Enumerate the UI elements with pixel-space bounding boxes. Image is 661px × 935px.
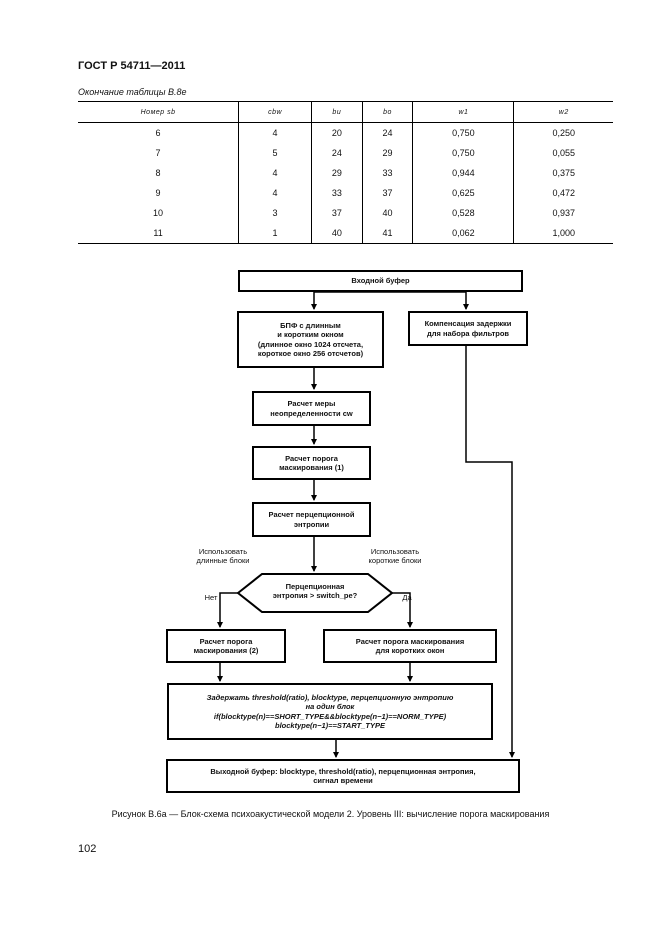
output-buffer-box: Выходной буфер: blocktype, threshold(rat… [166,759,520,793]
fft-box: БПФ с длинным и коротким окном (длинное … [237,311,384,368]
table-cell: 4 [238,163,312,183]
threshold1-label: Расчет порога маскирования (1) [279,453,344,472]
yes-label: Да [402,593,412,602]
table-cell: 29 [361,143,413,163]
table-cell: 5 [238,143,312,163]
use-long-blocks-label: Использовать длинные блоки [196,547,250,566]
table-cell: 0,375 [513,163,613,183]
table-row: 11 1 40 41 0,062 1,000 [78,223,613,244]
threshold1-box: Расчет порога маскирования (1) [252,446,371,480]
input-buffer-label: Входной буфер [351,276,410,286]
unpredictability-box: Расчет меры неопределенности cw [252,391,371,426]
decision-label: Перцепционная энтропия > switch_pe? [272,582,358,601]
table-row: 7 5 24 29 0,750 0,055 [78,143,613,163]
table-cell: 11 [78,223,239,244]
table-cell: 0,937 [513,203,613,223]
table-cell: 0,528 [412,203,514,223]
table-cell: 0,250 [513,122,613,143]
table-header-row: Номер sb cbw bu bo w1 w2 [78,101,613,123]
table-cell: 3 [238,203,312,223]
threshold-short-box: Расчет порога маскирования для коротких … [323,629,497,663]
column-header: cbw [238,101,312,123]
table-cell: 0,472 [513,183,613,203]
table-cell: 40 [361,203,413,223]
table-row: 9 4 33 37 0,625 0,472 [78,183,613,203]
perceptual-entropy-label: Расчет перцепционной энтропии [268,510,355,529]
table-cell: 10 [153,208,164,218]
fft-label: БПФ с длинным и коротким окном (длинное … [257,320,364,358]
table-cell: 0,625 [412,183,514,203]
unpredictability-label: Расчет меры неопределенности cw [270,399,353,418]
arrow-delay-comp-to-output [465,346,515,758]
table-cell: 0,944 [412,163,514,183]
output-buffer-label: Выходной буфер: blocktype, threshold(rat… [210,766,476,785]
arrow-input-to-delay [314,291,469,310]
table-cell: 0,062 [412,223,514,244]
column-header: Номер sb [78,101,239,123]
threshold-short-label: Расчет порога маскирования для коротких … [355,636,465,655]
table-cell: 7 [155,148,161,158]
threshold2-label: Расчет порога маскирования (2) [193,636,259,655]
table-cell: 9 [155,188,161,198]
threshold2-box: Расчет порога маскирования (2) [166,629,286,663]
table-cell: 37 [361,183,413,203]
table-cell: 33 [361,163,413,183]
table-cell: 20 [310,122,363,143]
table-row: 8 4 29 33 0,944 0,375 [78,163,613,183]
table-cell: 0,750 [412,122,514,143]
table-cell: 24 [361,122,413,143]
table-cell: 1 [238,223,312,244]
document-header: ГОСТ Р 54711—2011 [78,60,186,72]
table-cell: 1,000 [513,223,613,244]
table-cell: 37 [310,203,363,223]
decision-diamond [236,573,394,613]
table-row: 10 3 37 40 0,528 0,937 [78,203,613,223]
page-number: 102 [78,843,97,855]
table-caption: Окончание таблицы В.8е [78,87,187,97]
table-cell: 8 [155,168,161,178]
arrow-yes-branch [392,592,413,628]
table-cell: 41 [361,223,413,244]
table-cell: 0,750 [412,143,514,163]
perceptual-entropy-box: Расчет перцепционной энтропии [252,502,371,537]
input-buffer-box: Входной буфер [238,270,523,292]
column-header: bu [310,101,363,123]
delay-compensation-label: Компенсация задержки для набора фильтров [424,319,512,338]
column-header: bo [361,101,413,123]
column-header: w2 [513,101,613,123]
arrow-no-branch [217,592,238,628]
table-cell: 29 [310,163,363,183]
data-table: Номер sb cbw bu bo w1 w2 6 4 20 24 0,750… [78,101,613,244]
delay-block-box: Задержать threshold(ratio), blocktype, п… [167,683,493,740]
table-cell: 4 [238,183,312,203]
delay-block-label: Задержать threshold(ratio), blocktype, п… [206,692,454,730]
table-row: 6 4 20 24 0,750 0,250 [78,122,613,143]
table-cell: 33 [310,183,363,203]
column-header: w1 [412,101,514,123]
delay-compensation-box: Компенсация задержки для набора фильтров [408,311,528,346]
table-cell: 4 [238,122,312,143]
table-cell: 6 [155,128,161,138]
use-short-blocks-label: Использовать короткие блоки [368,547,422,566]
no-label: Нет [204,593,218,602]
table-cell: 24 [310,143,363,163]
figure-caption: Рисунок В.6а — Блок-схема психоакустичес… [111,809,550,819]
table-cell: 40 [310,223,363,244]
table-cell: 0,055 [513,143,613,163]
